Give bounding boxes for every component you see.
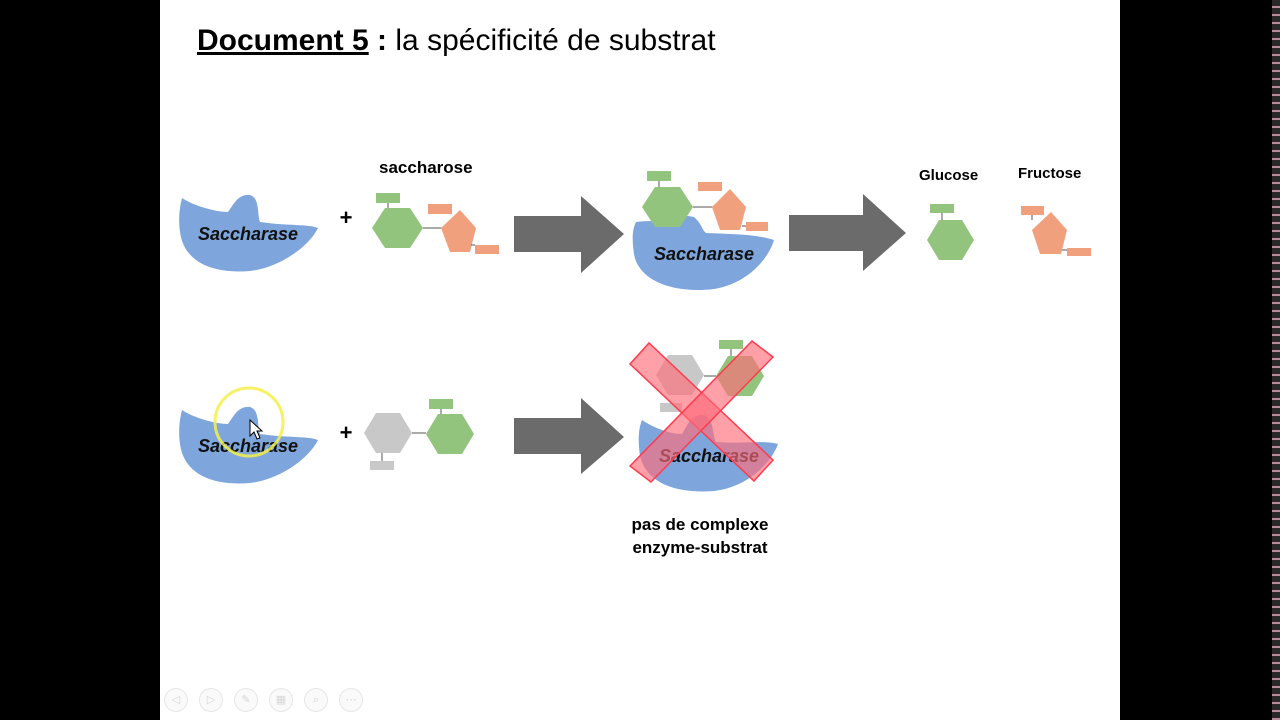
prev-icon[interactable]: ◁ bbox=[164, 688, 188, 712]
page-title: Document 5 : la spécificité de substrat bbox=[197, 24, 716, 58]
glucose-tag bbox=[719, 340, 743, 349]
right-edge-strip bbox=[1272, 0, 1280, 720]
reaction-arrow-3 bbox=[514, 398, 624, 474]
more-icon[interactable]: ⋯ bbox=[339, 688, 363, 712]
fructose-tag bbox=[698, 182, 722, 191]
enzyme-shape bbox=[632, 215, 774, 291]
grey-hexagon bbox=[364, 413, 412, 453]
glucose-tag bbox=[429, 399, 453, 409]
fructose-product bbox=[1021, 206, 1091, 256]
title-colon: : bbox=[377, 24, 388, 57]
title-document-number: Document 5 bbox=[197, 24, 369, 57]
other-disaccharide-molecule bbox=[364, 399, 474, 470]
enzyme-substrate-complex: Saccharase bbox=[632, 171, 774, 291]
glucose-tag bbox=[376, 193, 400, 203]
slide: Document 5 : la spécificité de substrat … bbox=[160, 0, 1120, 720]
enzyme-1: Saccharase bbox=[179, 194, 318, 272]
next-icon[interactable]: ▷ bbox=[199, 688, 223, 712]
enzyme-2: Saccharase bbox=[179, 406, 318, 484]
no-complex-line-2: enzyme-substrat bbox=[632, 538, 768, 557]
fructose-tag bbox=[1021, 206, 1044, 215]
glucose-hexagon bbox=[372, 208, 423, 248]
glucose-tag bbox=[647, 171, 671, 181]
red-cross-icon bbox=[628, 340, 775, 483]
diagram-canvas: Saccharase + Saccharase bbox=[179, 171, 1091, 492]
saccharose-molecule bbox=[372, 193, 499, 254]
no-complex-label: pas de complexe enzyme-substrat bbox=[600, 513, 800, 559]
grey-tag bbox=[370, 461, 394, 470]
cursor-highlight bbox=[213, 386, 285, 458]
fructose-tag bbox=[428, 204, 452, 214]
mouse-pointer-icon bbox=[249, 418, 264, 440]
pen-icon[interactable]: ✎ bbox=[234, 688, 258, 712]
glucose-product bbox=[927, 204, 974, 260]
fructose-pentagon bbox=[1032, 212, 1067, 254]
plus-sign: + bbox=[340, 205, 353, 230]
cross-bar-2 bbox=[628, 340, 775, 483]
fructose-pentagon bbox=[441, 210, 476, 252]
glucose-hexagon bbox=[426, 414, 474, 454]
cursor-highlight-circle bbox=[213, 386, 285, 458]
enzyme-label: Saccharase bbox=[654, 244, 754, 264]
plus-sign-2: + bbox=[340, 420, 353, 445]
glucose-label: Glucose bbox=[919, 167, 979, 184]
zoom-icon[interactable]: ⌕ bbox=[304, 688, 328, 712]
no-complex-line-1: pas de complexe bbox=[631, 515, 769, 534]
enzyme-shape bbox=[179, 194, 318, 272]
glucose-hexagon bbox=[927, 220, 974, 260]
glucose-hexagon bbox=[642, 187, 693, 227]
enzyme-label: Saccharase bbox=[198, 436, 298, 456]
fructose-label: Fructose bbox=[1018, 165, 1082, 182]
title-text: la spécificité de substrat bbox=[395, 24, 716, 57]
grey-tag bbox=[660, 403, 682, 412]
fructose-tail bbox=[1067, 248, 1091, 256]
fructose-tail bbox=[746, 222, 768, 231]
slideshow-controls: ◁ ▷ ✎ ▦ ⌕ ⋯ bbox=[164, 688, 363, 712]
enzyme-label: Saccharase bbox=[198, 224, 298, 244]
glucose-tag bbox=[930, 204, 954, 213]
slides-icon[interactable]: ▦ bbox=[269, 688, 293, 712]
reaction-arrow-2 bbox=[789, 194, 906, 271]
saccharose-label: saccharose bbox=[379, 158, 473, 177]
fructose-tail bbox=[475, 245, 499, 254]
fructose-pentagon bbox=[712, 189, 746, 230]
reaction-arrow-1 bbox=[514, 196, 624, 273]
